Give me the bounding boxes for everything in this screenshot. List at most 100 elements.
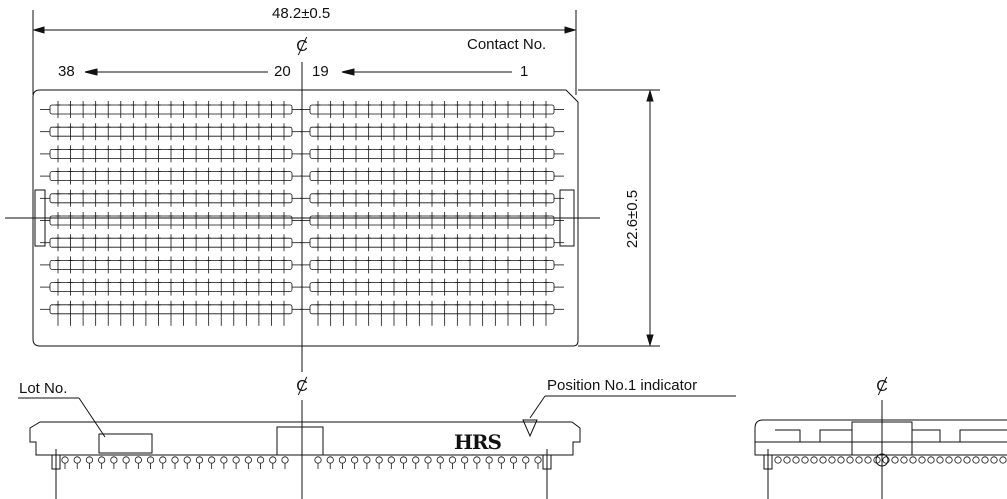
side-pin bbox=[990, 456, 998, 464]
brand-logo: HRS bbox=[454, 430, 502, 454]
front-center-window bbox=[276, 426, 324, 456]
front-pin bbox=[134, 456, 142, 464]
front-pin bbox=[461, 456, 469, 464]
side-step-right2 bbox=[959, 429, 1007, 442]
side-pin bbox=[927, 456, 935, 464]
centerline-symbol-top: C bbox=[295, 36, 309, 56]
overall-height-label: 22.6±0.5 bbox=[624, 189, 641, 249]
lot-no-label: Lot No. bbox=[19, 380, 68, 397]
front-pin bbox=[195, 456, 204, 464]
front-pin bbox=[85, 456, 94, 464]
front-pin bbox=[159, 456, 167, 464]
front-pin-row bbox=[61, 456, 542, 469]
side-pin bbox=[909, 456, 917, 464]
side-pin bbox=[981, 456, 989, 464]
contact-no-label: Contact No. bbox=[467, 36, 547, 53]
front-pin bbox=[314, 456, 322, 464]
front-pin bbox=[534, 456, 542, 464]
contact-1-label: 1 bbox=[520, 63, 529, 80]
side-pin bbox=[873, 456, 881, 464]
front-pin bbox=[509, 456, 518, 464]
front-pin bbox=[448, 456, 457, 464]
latch-right bbox=[559, 189, 575, 247]
top-view-outline bbox=[32, 89, 579, 347]
height-arrow-top bbox=[646, 89, 654, 102]
front-pin bbox=[98, 456, 106, 464]
front-pin bbox=[424, 456, 432, 464]
side-pin bbox=[954, 456, 962, 464]
front-pin bbox=[473, 456, 481, 464]
front-pin bbox=[326, 456, 334, 464]
front-pin bbox=[375, 456, 383, 464]
lot-no-area bbox=[98, 433, 153, 454]
side-pin-row bbox=[774, 456, 1007, 464]
side-pin bbox=[963, 456, 971, 464]
front-pin bbox=[338, 456, 347, 464]
contact-19-label: 19 bbox=[312, 63, 329, 80]
front-pin bbox=[232, 456, 240, 464]
side-pin bbox=[828, 456, 836, 464]
contact-array bbox=[40, 101, 564, 326]
front-pin bbox=[183, 456, 191, 464]
side-pin bbox=[810, 456, 818, 464]
side-pin bbox=[882, 456, 890, 464]
front-pin bbox=[208, 456, 216, 464]
side-pin bbox=[864, 456, 872, 464]
front-pin bbox=[220, 456, 228, 464]
position-indicator-mark bbox=[522, 419, 538, 438]
lot-no-leader-diag bbox=[78, 397, 106, 438]
front-pin bbox=[244, 456, 252, 464]
front-pin bbox=[399, 456, 408, 464]
side-pin bbox=[783, 456, 791, 464]
front-pin bbox=[122, 456, 130, 464]
side-pin bbox=[936, 456, 944, 464]
side-pin bbox=[918, 456, 926, 464]
position-indicator-label: Position No.1 indicator bbox=[547, 377, 698, 394]
side-step-left2 bbox=[819, 429, 852, 442]
front-pin bbox=[281, 456, 289, 464]
side-pin bbox=[819, 456, 827, 464]
contact-arrow-head-right bbox=[341, 68, 355, 76]
front-pin bbox=[256, 456, 265, 464]
latch-left bbox=[34, 189, 46, 247]
contact-38-label: 38 bbox=[58, 63, 75, 80]
centerline-symbol-side: C bbox=[875, 376, 889, 396]
width-arrow-left bbox=[32, 26, 45, 34]
front-pin bbox=[61, 456, 69, 464]
position-leader-diag bbox=[529, 395, 546, 419]
side-pin bbox=[855, 456, 863, 464]
front-pin bbox=[269, 456, 277, 464]
contact-arrow-head-left bbox=[84, 68, 98, 76]
side-pin bbox=[846, 456, 854, 464]
centerline-symbol-front: C bbox=[295, 376, 309, 396]
front-pin bbox=[171, 456, 179, 464]
contact-20-label: 20 bbox=[274, 63, 291, 80]
side-pin bbox=[801, 456, 809, 464]
front-pin bbox=[110, 456, 118, 464]
front-pin bbox=[497, 456, 505, 464]
front-pin bbox=[522, 456, 530, 464]
side-pin bbox=[900, 456, 908, 464]
side-step-right bbox=[912, 429, 941, 442]
height-arrow-bottom bbox=[646, 334, 654, 347]
side-pin bbox=[792, 456, 800, 464]
front-pin bbox=[363, 456, 371, 464]
front-pin bbox=[73, 456, 81, 464]
front-pin bbox=[436, 456, 444, 464]
front-pin bbox=[387, 456, 395, 464]
side-pin bbox=[837, 456, 845, 464]
front-pin bbox=[412, 456, 420, 464]
front-pin bbox=[351, 456, 359, 464]
front-pin bbox=[485, 456, 493, 464]
front-pin bbox=[146, 456, 155, 464]
side-pin bbox=[774, 456, 782, 464]
side-pin bbox=[999, 456, 1007, 464]
side-step-left bbox=[775, 429, 801, 442]
width-arrow-right bbox=[564, 26, 577, 34]
side-pin bbox=[891, 456, 899, 464]
side-pin bbox=[945, 456, 953, 464]
overall-width-label: 48.2±0.5 bbox=[272, 5, 331, 22]
side-pin bbox=[972, 456, 980, 464]
side-view-outline bbox=[754, 419, 1007, 456]
